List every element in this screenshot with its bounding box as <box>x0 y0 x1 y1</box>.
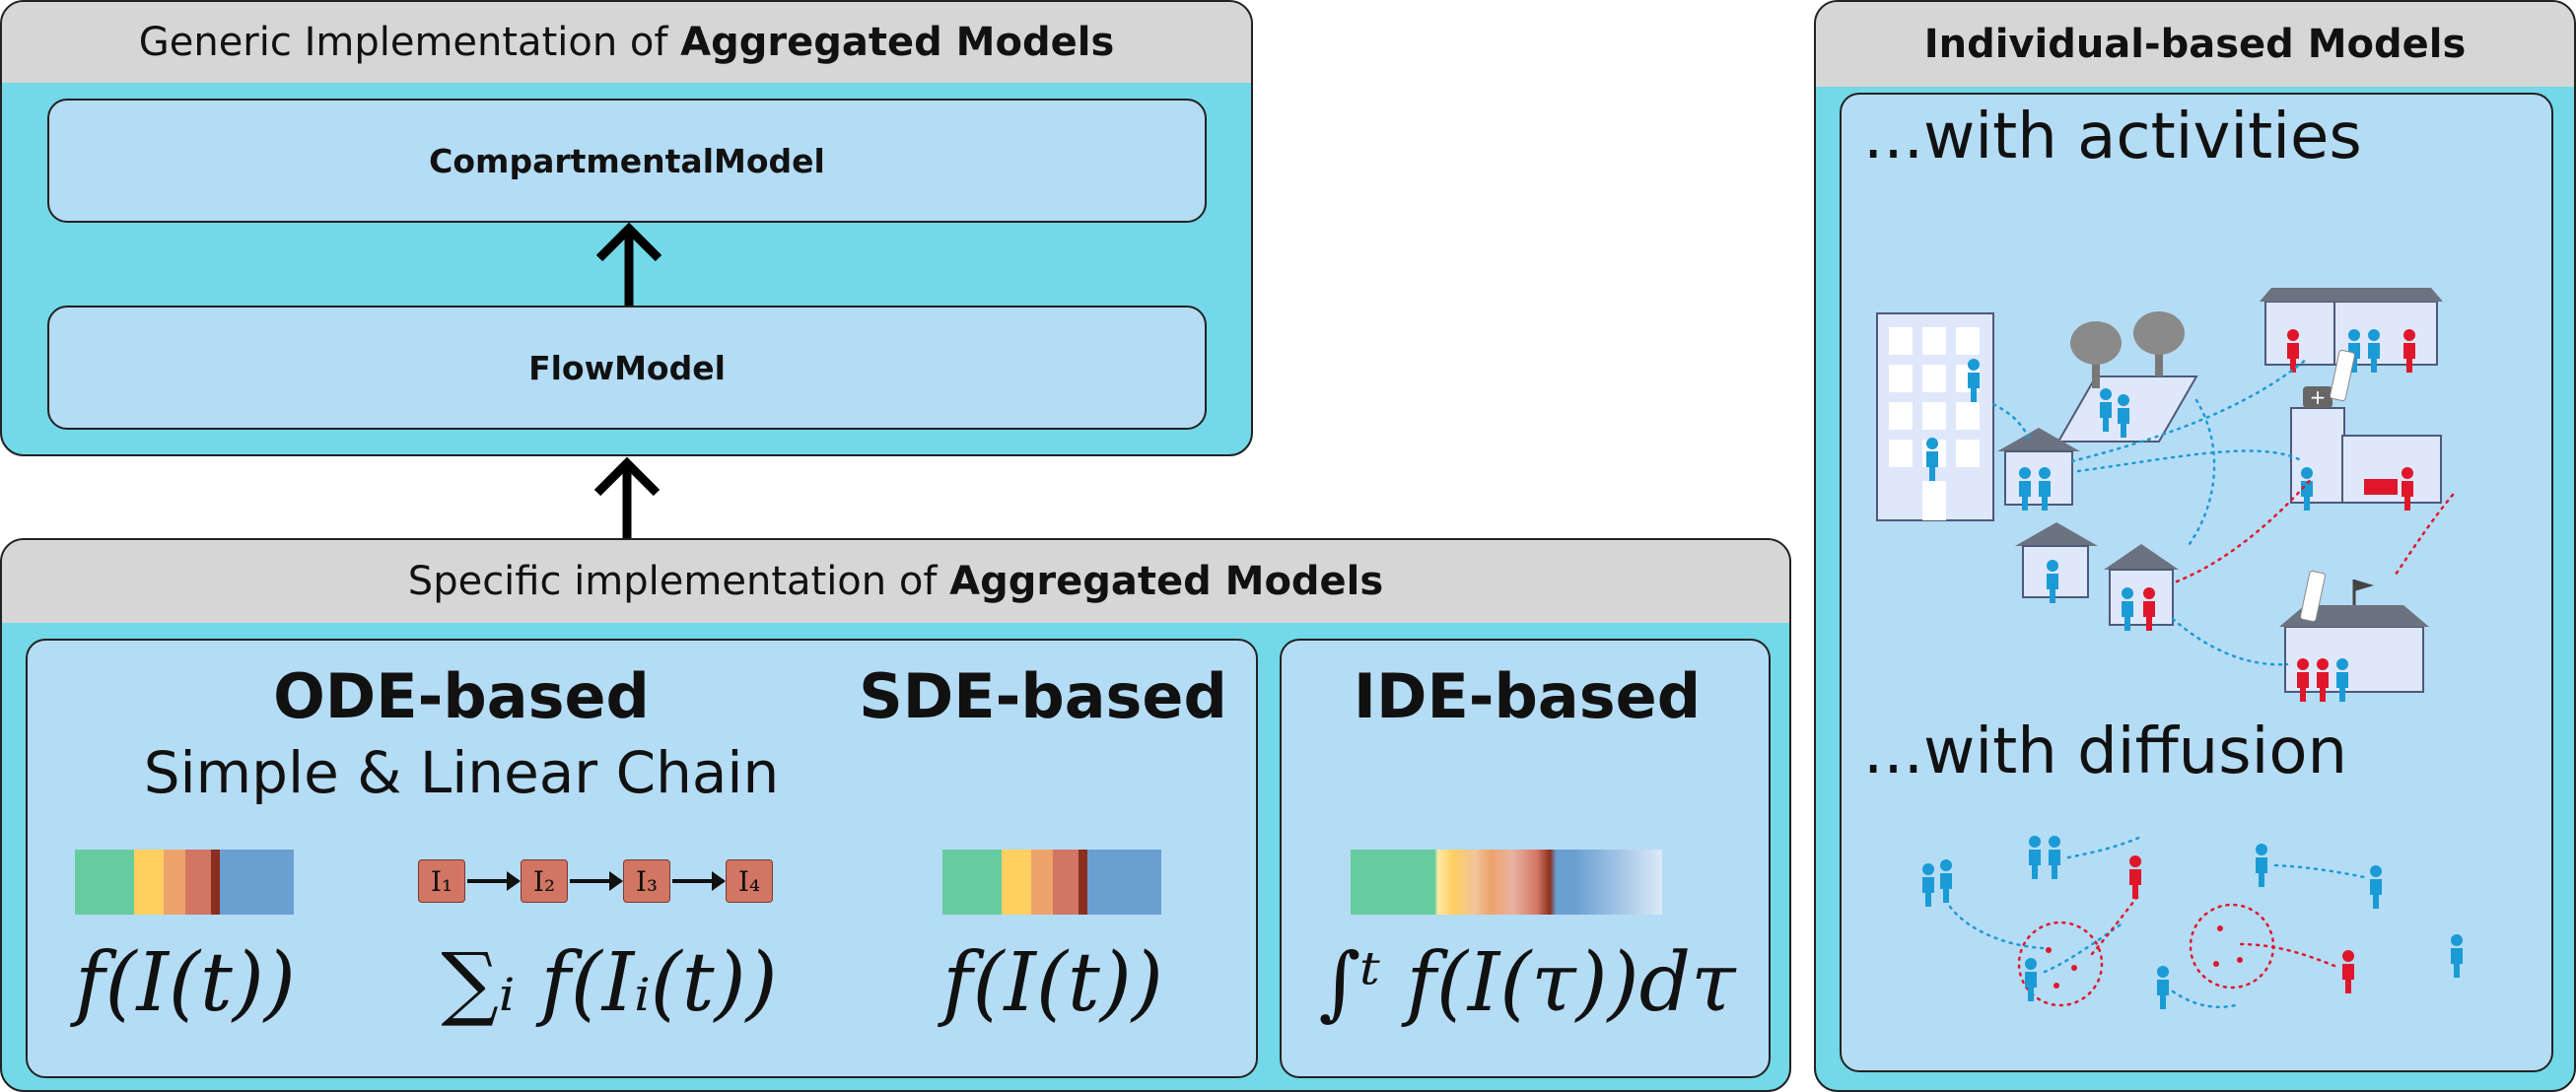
specific-panel-title-bold: Aggregated Models <box>949 559 1384 604</box>
sde-title: SDE-based <box>859 660 1227 732</box>
inherits-arrow-icon <box>595 222 662 306</box>
activities-illustration: + <box>1876 288 2455 702</box>
ode-simple-formula: f(I(t)) <box>75 936 296 1030</box>
generic-panel-title-bold: Aggregated Models <box>680 20 1115 65</box>
chain-node-3: I₃ <box>623 859 670 903</box>
hospital-icon: + <box>2290 385 2442 511</box>
chain-arrow-icon <box>672 871 726 891</box>
chain-node-4: I₄ <box>726 859 773 903</box>
ode-sde-box: ODE-based Simple & Linear Chain f(I(t)) … <box>26 639 1258 1078</box>
ode-title: ODE-based <box>273 660 650 732</box>
individual-based-panel: Individual-based Models ...with activiti… <box>1814 0 2576 1092</box>
office-building-icon <box>1876 312 1994 521</box>
compartmental-model-label: CompartmentalModel <box>429 141 825 180</box>
ide-formula: ∫ᵗ f(I(τ))dτ <box>1318 936 1736 1030</box>
specific-implementation-panel: Specific implementation of Aggregated Mo… <box>0 538 1791 1092</box>
generic-panel-header: Generic Implementation of Aggregated Mod… <box>2 2 1251 83</box>
chain-arrow-icon <box>570 871 623 891</box>
house-icon <box>2015 522 2098 603</box>
chain-node-2: I₂ <box>521 859 568 903</box>
ide-stripe <box>1351 850 1662 915</box>
school-icon <box>2279 580 2429 702</box>
ode-chain-formula: ∑ᵢ f(Iᵢ(t)) <box>441 936 778 1030</box>
chain-arrow-icon <box>467 871 521 891</box>
ide-box: IDE-based ∫ᵗ f(I(τ))dτ <box>1280 639 1771 1078</box>
activities-label: ...with activities <box>1863 101 2362 173</box>
sde-stripe <box>942 850 1161 915</box>
individual-panel-title: Individual-based Models <box>1923 22 2467 67</box>
ode-simple-stripe <box>75 850 294 915</box>
svg-text:+: + <box>2310 385 2327 409</box>
ide-title: IDE-based <box>1353 660 1702 732</box>
generic-implementation-panel: Generic Implementation of Aggregated Mod… <box>0 0 1253 456</box>
generic-panel-title-prefix: Generic Implementation of <box>138 20 681 65</box>
individual-content-box: ...with activities ...with diffusion <box>1840 93 2553 1072</box>
house-icon <box>1997 428 2080 511</box>
house-icon <box>2104 544 2179 631</box>
park-icon <box>2056 311 2198 443</box>
chain-node-1: I₁ <box>418 859 465 903</box>
specific-panel-header: Specific implementation of Aggregated Mo… <box>2 540 1789 623</box>
linear-chain-diagram: I₁ I₂ I₃ I₄ <box>418 859 773 903</box>
ode-subtitle: Simple & Linear Chain <box>143 739 780 806</box>
test-kit-icon <box>2300 349 2355 623</box>
flow-model-label: FlowModel <box>528 348 726 387</box>
sde-formula: f(I(t)) <box>942 936 1163 1030</box>
diffusion-illustration <box>1922 834 2463 1009</box>
specific-to-generic-arrow-icon <box>593 456 661 542</box>
flow-model-box: FlowModel <box>47 306 1207 430</box>
compartmental-model-box: CompartmentalModel <box>47 99 1207 223</box>
individual-panel-header: Individual-based Models <box>1816 2 2574 87</box>
specific-panel-title-prefix: Specific implementation of <box>407 559 950 604</box>
diffusion-label: ...with diffusion <box>1863 716 2348 788</box>
